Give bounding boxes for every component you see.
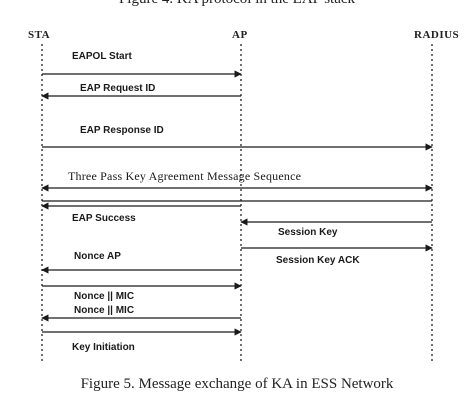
msg-label-nonce-mic-1: Nonce || MIC xyxy=(74,291,135,302)
msg-label-nonce-mic-2: Nonce || MIC xyxy=(74,305,135,316)
msg-label-three-pass: Three Pass Key Agreement Message Sequenc… xyxy=(68,169,302,183)
msg-label-session-key-ack: Session Key ACK xyxy=(276,255,360,266)
msg-label-session-key: Session Key xyxy=(278,227,338,238)
entity-ap-label: AP xyxy=(232,29,248,41)
entity-sta-label: STA xyxy=(28,29,51,41)
figure-5-caption: Figure 5. Message exchange of KA in ESS … xyxy=(80,376,394,392)
msg-label-key-initiation: Key Initiation xyxy=(72,342,135,353)
entity-radius-label: RADIUS xyxy=(414,29,460,41)
msg-label-eap-request-id: EAP Request ID xyxy=(80,83,156,94)
msg-label-eap-success: EAP Success xyxy=(72,213,136,224)
msg-label-eapol-start: EAPOL Start xyxy=(72,51,132,62)
msg-label-eap-response-id: EAP Response ID xyxy=(80,125,164,136)
figure-4-caption: Figure 4. KA protocol in the EAP stack xyxy=(0,0,474,8)
msg-label-nonce-ap: Nonce AP xyxy=(74,251,121,262)
